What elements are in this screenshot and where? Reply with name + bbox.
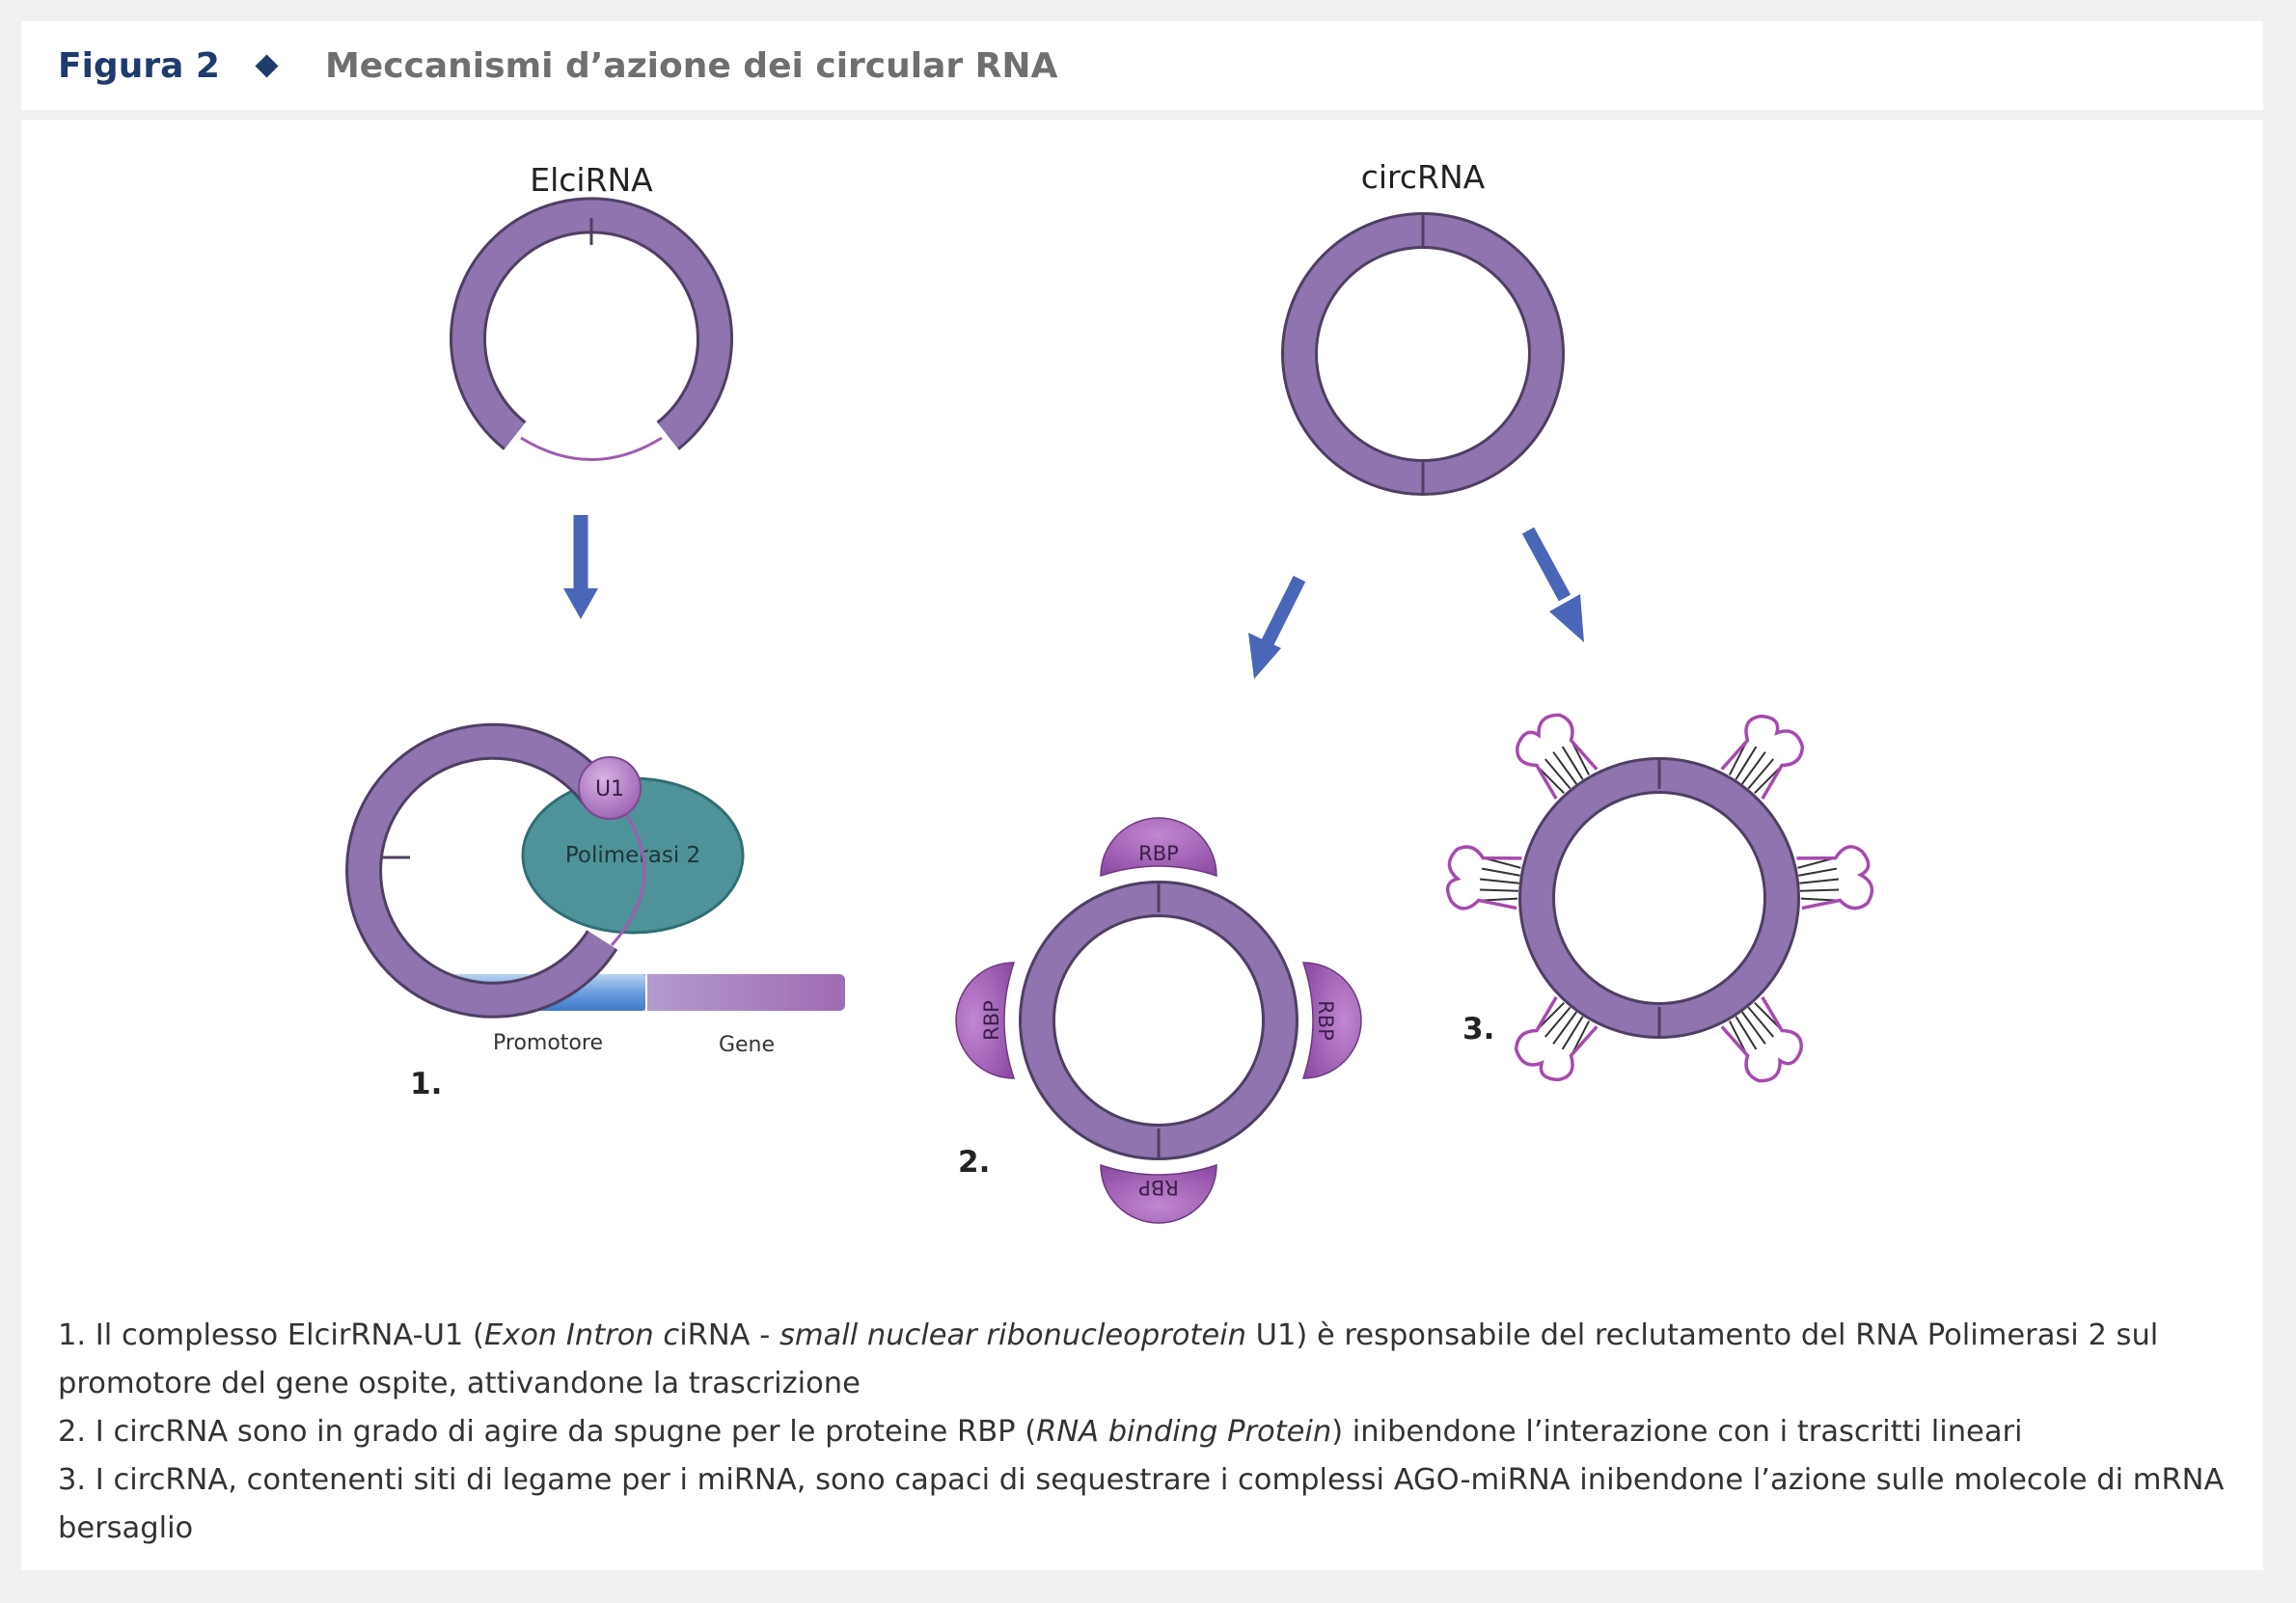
figure-label: Figura 2 [58,45,220,86]
figure-panel: ElciRNA circRNA [21,120,2263,1570]
circrna-ring [1281,212,1565,496]
mirna-site-6 [1720,995,1803,1083]
circrna-mirna-ring [1518,757,1800,1039]
step-number-1: 1. [410,1067,442,1101]
step-number-2: 2. [958,1145,990,1180]
mirna-site-3 [1445,845,1522,910]
elcirna-open-ring [450,197,733,461]
u1-snrnp [578,756,642,820]
arrow-down-left-icon [1248,575,1306,679]
circrna-label: circRNA [1361,158,1486,196]
svg-text:RBP: RBP [1314,1000,1337,1041]
rbp-top: RBP [1100,817,1217,878]
mirna-site-4 [1796,845,1874,910]
rbp-bottom: RBP [1100,1163,1217,1224]
figure-header: Figura 2 Meccanismi d’azione dei circula… [21,21,2263,110]
mirna-site-5 [1514,995,1599,1082]
svg-text:RBP: RBP [1138,842,1179,865]
caption-line-3: 3. I circRNA, contenenti siti di legame … [58,1463,2225,1545]
u1-label: U1 [595,777,624,802]
caption-line-1: 1. Il complesso ElcirRNA-U1 (Exon Intron… [58,1318,2159,1400]
elcirna-label: ElciRNA [530,161,653,199]
circrna-mechanism-diagram: ElciRNA circRNA [345,158,1874,1224]
mirna-site-2 [1720,714,1805,801]
step-number-3: 3. [1462,1012,1494,1046]
circrna-sponge-ring [1019,881,1298,1160]
svg-text:RBP: RBP [980,1000,1003,1041]
caption-line-2: 2. I circRNA sono in grado di agire da s… [58,1415,2023,1449]
rbp-right: RBP [1301,962,1362,1079]
arrow-down-icon [563,515,598,619]
arrow-down-right-icon [1521,527,1584,642]
promoter-label: Promotore [493,1031,603,1055]
figure-caption: 1. Il complesso ElcirRNA-U1 (Exon Intron… [58,1312,2248,1553]
polymerase-label: Polimerasi 2 [565,843,700,868]
mirna-site-1 [1516,713,1599,801]
figure-title: Meccanismi d’azione dei circular RNA [324,45,1058,86]
svg-text:RBP: RBP [1138,1176,1179,1199]
rbp-left: RBP [955,962,1016,1079]
diamond-bullet-icon [255,53,279,78]
gene-label: Gene [719,1033,775,1057]
